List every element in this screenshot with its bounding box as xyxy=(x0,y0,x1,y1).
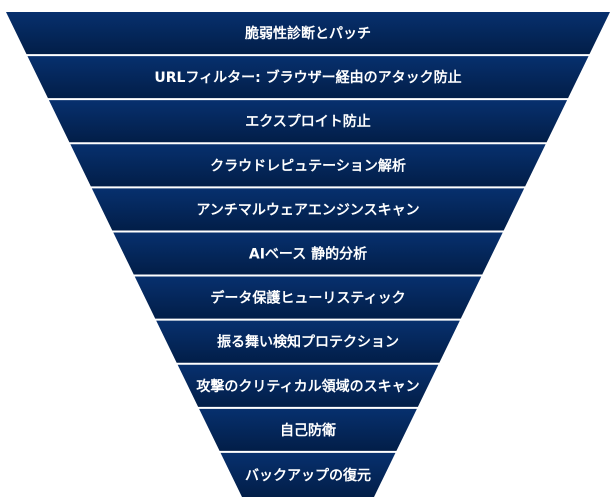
funnel-layer-band xyxy=(70,144,546,187)
funnel-layer-label: バックアップの復元 xyxy=(245,467,371,484)
funnel-layer-label: AIベース 静的分析 xyxy=(249,246,367,263)
funnel-layer-label: データ保護ヒューリスティック xyxy=(210,290,405,307)
funnel-layer-band xyxy=(199,408,417,451)
funnel-layer-band xyxy=(91,188,525,231)
funnel-layer-band xyxy=(6,12,610,55)
funnel-layer-band xyxy=(134,276,482,319)
funnel-layer-band xyxy=(220,452,396,497)
funnel-layer-band xyxy=(27,56,589,99)
funnel-layer-label: 攻撃のクリティカル領域のスキャン xyxy=(196,378,419,395)
funnel-layer-label: クラウドレピュテーション解析 xyxy=(210,157,406,174)
funnel-layer-label: 脆弱性診断とパッチ xyxy=(244,25,371,42)
funnel-layer-band xyxy=(177,364,439,407)
funnel-layer-band xyxy=(113,232,503,275)
funnel-layer-label: 振る舞い検知プロテクション xyxy=(217,334,399,351)
funnel-layer-label: 自己防衛 xyxy=(280,422,336,439)
funnel-layer-label: アンチマルウェアエンジンスキャン xyxy=(196,202,419,218)
funnel-layer-band xyxy=(156,320,460,363)
funnel-layer-label: URLフィルター: ブラウザー経由のアタック防止 xyxy=(154,69,461,86)
funnel-layer-label: エクスプロイト防止 xyxy=(245,113,371,130)
funnel-layer-band xyxy=(48,100,568,143)
